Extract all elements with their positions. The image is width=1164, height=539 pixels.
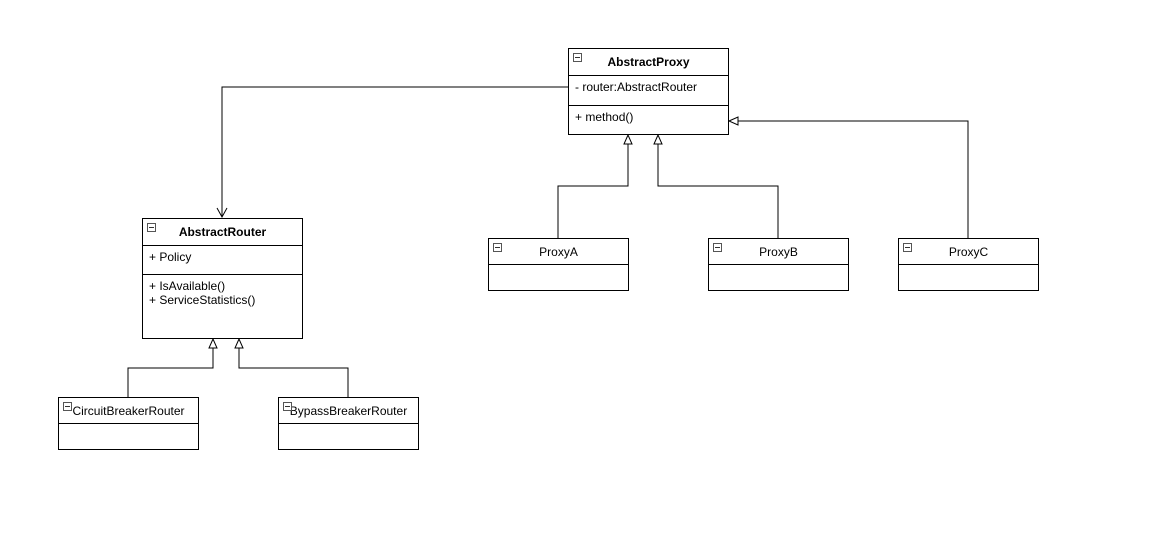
class-name: AbstractProxy	[607, 55, 690, 69]
method: + IsAvailable()	[149, 279, 226, 293]
generalization-line-proxya	[557, 144, 629, 238]
method: + ServiceStatistics()	[149, 293, 256, 307]
class-proxy-c[interactable]: ProxyC	[898, 238, 1039, 291]
generalization-arrowhead-proxyb	[653, 133, 663, 145]
class-proxy-a[interactable]: ProxyA	[488, 238, 629, 291]
attributes-section: + Policy	[143, 246, 302, 275]
attribute: + Policy	[149, 250, 192, 264]
collapse-icon[interactable]	[493, 243, 502, 252]
collapse-icon[interactable]	[283, 402, 292, 411]
collapse-icon[interactable]	[903, 243, 912, 252]
class-proxy-b[interactable]: ProxyB	[708, 238, 849, 291]
class-circuit-breaker-router[interactable]: CircuitBreakerRouter	[58, 397, 199, 450]
collapse-icon[interactable]	[147, 223, 156, 232]
generalization-arrowhead-circuitbreaker	[208, 337, 218, 349]
class-header: CircuitBreakerRouter	[59, 398, 198, 424]
class-header: ProxyA	[489, 239, 628, 265]
class-name: CircuitBreakerRouter	[72, 404, 185, 418]
association-line-proxy-router	[221, 86, 568, 216]
generalization-arrowhead-proxya	[623, 133, 633, 145]
generalization-line-proxyb	[657, 144, 779, 238]
class-header: ProxyC	[899, 239, 1038, 265]
class-name: ProxyB	[759, 245, 798, 259]
class-name: AbstractRouter	[178, 225, 267, 239]
methods-section: + method()	[569, 106, 728, 134]
class-name: ProxyC	[948, 245, 989, 259]
collapse-icon[interactable]	[63, 402, 72, 411]
generalization-line-proxyc	[738, 120, 969, 238]
class-bypass-breaker-router[interactable]: BypassBreakerRouter	[278, 397, 419, 450]
generalization-arrowhead-bypassbreaker	[234, 337, 244, 349]
attribute: - router:AbstractRouter	[575, 80, 698, 94]
class-header: BypassBreakerRouter	[279, 398, 418, 424]
generalization-arrowhead-proxyc	[727, 116, 739, 126]
method: + method()	[575, 110, 634, 124]
association-arrowhead	[216, 207, 228, 219]
class-name: BypassBreakerRouter	[289, 404, 408, 418]
class-abstract-proxy[interactable]: AbstractProxy - router:AbstractRouter + …	[568, 48, 729, 135]
class-header: AbstractRouter	[143, 219, 302, 246]
generalization-line-circuitbreaker	[127, 348, 214, 397]
class-header: AbstractProxy	[569, 49, 728, 76]
class-name: ProxyA	[539, 245, 578, 259]
collapse-icon[interactable]	[573, 53, 582, 62]
collapse-icon[interactable]	[713, 243, 722, 252]
generalization-line-bypassbreaker	[238, 348, 349, 397]
attributes-section: - router:AbstractRouter	[569, 76, 728, 106]
class-abstract-router[interactable]: AbstractRouter + Policy + IsAvailable() …	[142, 218, 303, 339]
class-header: ProxyB	[709, 239, 848, 265]
methods-section: + IsAvailable() + ServiceStatistics()	[143, 275, 302, 338]
